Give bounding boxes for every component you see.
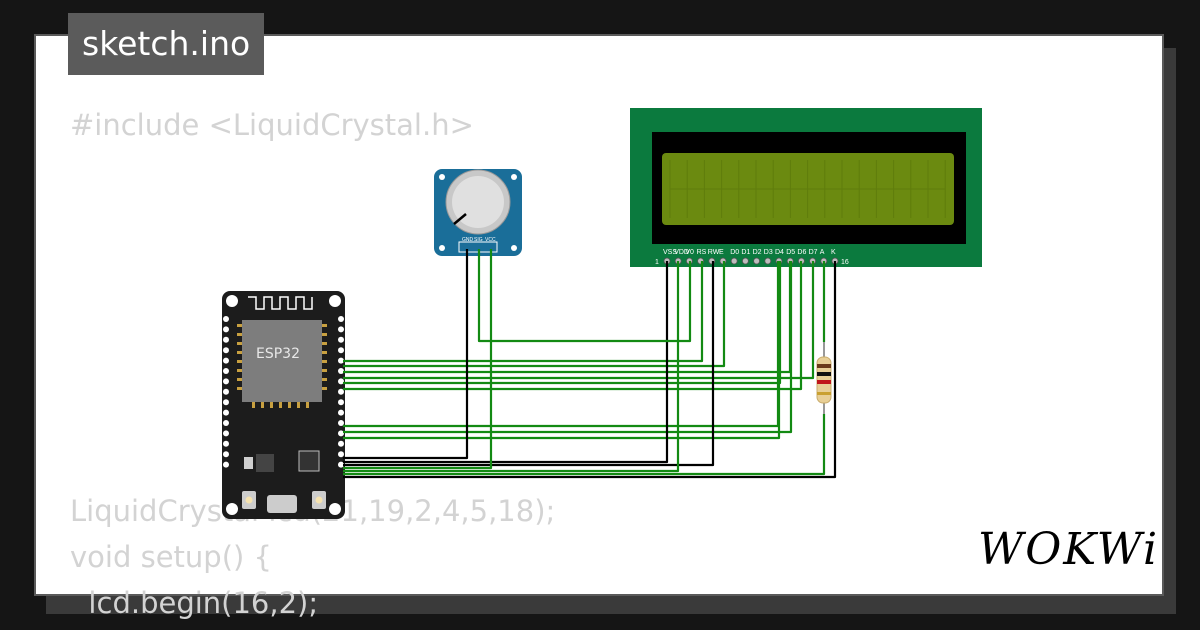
- usb-port: [267, 495, 297, 513]
- wire: [343, 261, 715, 467]
- esp32-pin-hole: [223, 368, 229, 374]
- pot-pin-label: VCC: [485, 237, 496, 243]
- lcd-pin-label: RW: [708, 249, 720, 256]
- lcd-pin-first: 1: [655, 259, 659, 266]
- esp32-pin-hole: [338, 316, 344, 322]
- lcd-pin-label: K: [831, 249, 836, 256]
- lcd-pin-label: D0: [730, 249, 739, 256]
- wire: [343, 261, 837, 479]
- lcd-pin-label: D7: [809, 249, 818, 256]
- esp32-pin-hole: [338, 326, 344, 333]
- esp32-pin-hole: [338, 368, 344, 374]
- preview-card: #include <LiquidCrystal.h> LiquidCrystal…: [34, 34, 1164, 620]
- lcd-pin-last: 16: [841, 259, 849, 266]
- code-line-setup: void setup() {: [70, 540, 272, 574]
- esp32-pin-hole: [338, 357, 344, 364]
- esp32-label: ESP32: [256, 346, 300, 362]
- code-top: #include <LiquidCrystal.h>: [70, 102, 474, 148]
- esp32-board[interactable]: ESP32: [222, 291, 345, 519]
- regulator-chip: [256, 454, 274, 472]
- pot-pin-label: SIG: [474, 237, 483, 243]
- wire: [343, 261, 803, 391]
- esp32-pin-hole: [338, 399, 344, 406]
- pot-pin-label: GND: [462, 237, 474, 243]
- esp32-pin-hole: [338, 451, 344, 458]
- lcd-pin: [753, 257, 760, 265]
- wire: [343, 414, 826, 476]
- wire: [343, 249, 469, 460]
- esp32-pin-hole: [338, 388, 344, 395]
- lcd-pin-label: D4: [775, 249, 784, 256]
- esp32-pin-hole: [338, 409, 344, 416]
- esp32-pin-hole: [338, 440, 344, 447]
- wire: [343, 249, 493, 470]
- wire: [343, 261, 726, 368]
- antenna-trace: [248, 296, 313, 310]
- lcd-pin-label: RS: [697, 249, 707, 256]
- wire: [343, 261, 815, 380]
- lcd-pin-label: E: [719, 249, 724, 256]
- lcd-pin: [764, 257, 772, 265]
- esp32-pin-hole: [223, 451, 229, 458]
- lcd-char-grid: [669, 160, 946, 218]
- file-tab[interactable]: sketch.ino: [68, 13, 265, 75]
- esp32-pin-hole: [338, 430, 344, 437]
- lcd-pin-label: D2: [753, 249, 762, 256]
- lcd-pin-label: D6: [797, 249, 806, 256]
- usb-uart-chip: [298, 450, 320, 472]
- esp32-pin-hole: [223, 420, 229, 426]
- esp32-pin-holes: [223, 316, 344, 468]
- esp32-pin-hole: [223, 430, 229, 437]
- esp32-pin-hole: [223, 388, 229, 395]
- lcd-pin: [742, 257, 749, 265]
- wire: [343, 261, 680, 473]
- esp32-pin-hole: [223, 326, 229, 333]
- esp32-module: [242, 320, 322, 402]
- esp32-pin-hole: [223, 347, 229, 354]
- file-tab-label: sketch.ino: [82, 24, 251, 63]
- lcd-pin-label: VDD: [674, 249, 689, 256]
- lcd-pin-label: A: [820, 249, 825, 256]
- lcd-pin-label: D5: [786, 249, 795, 256]
- esp32-pin-hole: [338, 378, 344, 385]
- resistor[interactable]: [816, 342, 832, 414]
- pot-knob-indicator: [453, 213, 467, 225]
- code-line-include: #include <LiquidCrystal.h>: [70, 108, 474, 142]
- esp32-pin-hole: [223, 316, 229, 322]
- esp32-pin-hole: [338, 461, 344, 468]
- esp32-module-pads: [237, 324, 327, 408]
- esp32-pin-hole: [223, 461, 229, 468]
- esp32-pin-hole: [338, 420, 344, 426]
- esp32-pin-hole: [223, 399, 229, 406]
- wire: [343, 261, 782, 385]
- wire: [343, 261, 781, 440]
- lcd-pin-label: D3: [764, 249, 773, 256]
- code-line-begin: lcd.begin(16,2);: [70, 586, 319, 620]
- esp32-pin-hole: [223, 357, 229, 364]
- wires: [343, 249, 837, 479]
- esp32-pin-hole: [223, 440, 229, 447]
- wire: [343, 261, 704, 363]
- lcd-pin-label: VSS: [663, 249, 677, 256]
- lcd-pin-label: D1: [741, 249, 750, 256]
- esp32-pin-hole: [223, 378, 229, 385]
- wire: [343, 261, 793, 434]
- lcd-pin: [730, 257, 738, 265]
- esp32-pin-hole: [223, 336, 229, 343]
- wire: [343, 261, 669, 464]
- wokwi-logo: WOKWi: [978, 524, 1160, 575]
- esp32-pin-hole: [338, 336, 344, 343]
- lcd-pin-label: V0: [685, 249, 694, 256]
- wire: [477, 249, 692, 343]
- esp32-pin-hole: [223, 409, 229, 416]
- esp32-pin-hole: [338, 347, 344, 354]
